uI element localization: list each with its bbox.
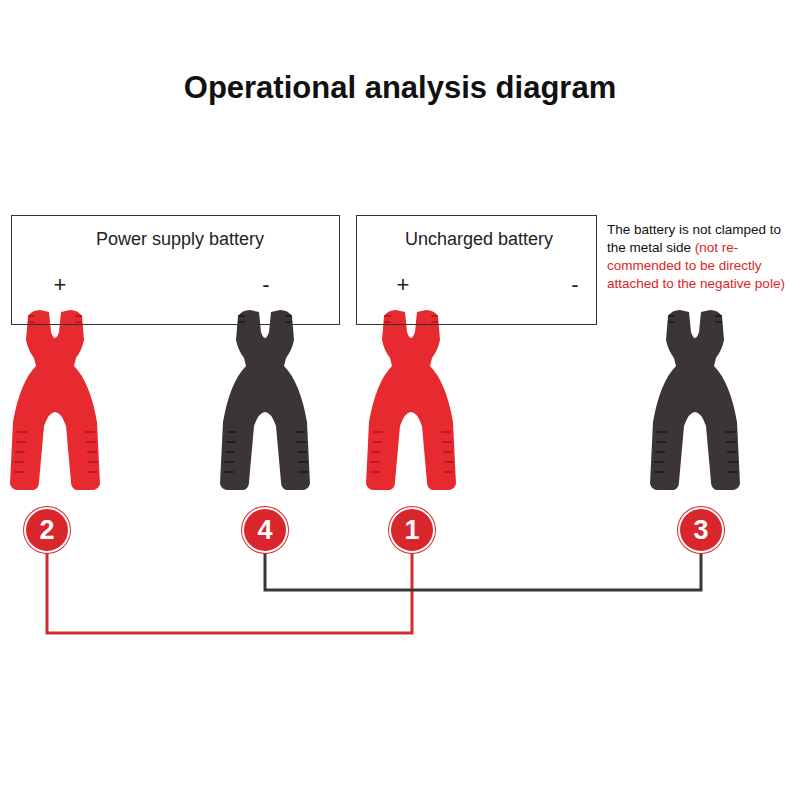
callout-digit: 2 — [39, 517, 54, 544]
note-text: The battery is not clamped to the metal … — [607, 222, 781, 255]
terminal-sign: + — [54, 272, 67, 298]
battery-label: Uncharged battery — [405, 229, 553, 251]
callout-number: 4 — [242, 507, 288, 553]
red-clamp — [366, 310, 456, 490]
black-clamp — [650, 310, 740, 490]
callout-digit: 1 — [404, 517, 419, 544]
battery-label: Power supply battery — [96, 229, 264, 251]
terminal-sign: - — [262, 272, 269, 298]
red-clamp — [10, 310, 100, 490]
callout-digit: 3 — [693, 517, 708, 544]
callout-number: 2 — [24, 507, 70, 553]
terminal-sign: + — [397, 272, 410, 298]
callout-digit: 4 — [257, 517, 272, 544]
callout-number: 1 — [389, 507, 435, 553]
cable-wire — [265, 553, 701, 590]
black-clamp — [220, 310, 310, 490]
cable-wire — [47, 553, 412, 633]
terminal-sign: - — [571, 272, 578, 298]
diagram-title: Operational analysis diagram — [0, 70, 800, 106]
battery-box: Uncharged battery + - — [356, 215, 597, 325]
battery-box: Power supply battery + - — [11, 215, 340, 325]
warning-note: The battery is not clamped to the metal … — [607, 221, 795, 293]
callout-number: 3 — [678, 507, 724, 553]
